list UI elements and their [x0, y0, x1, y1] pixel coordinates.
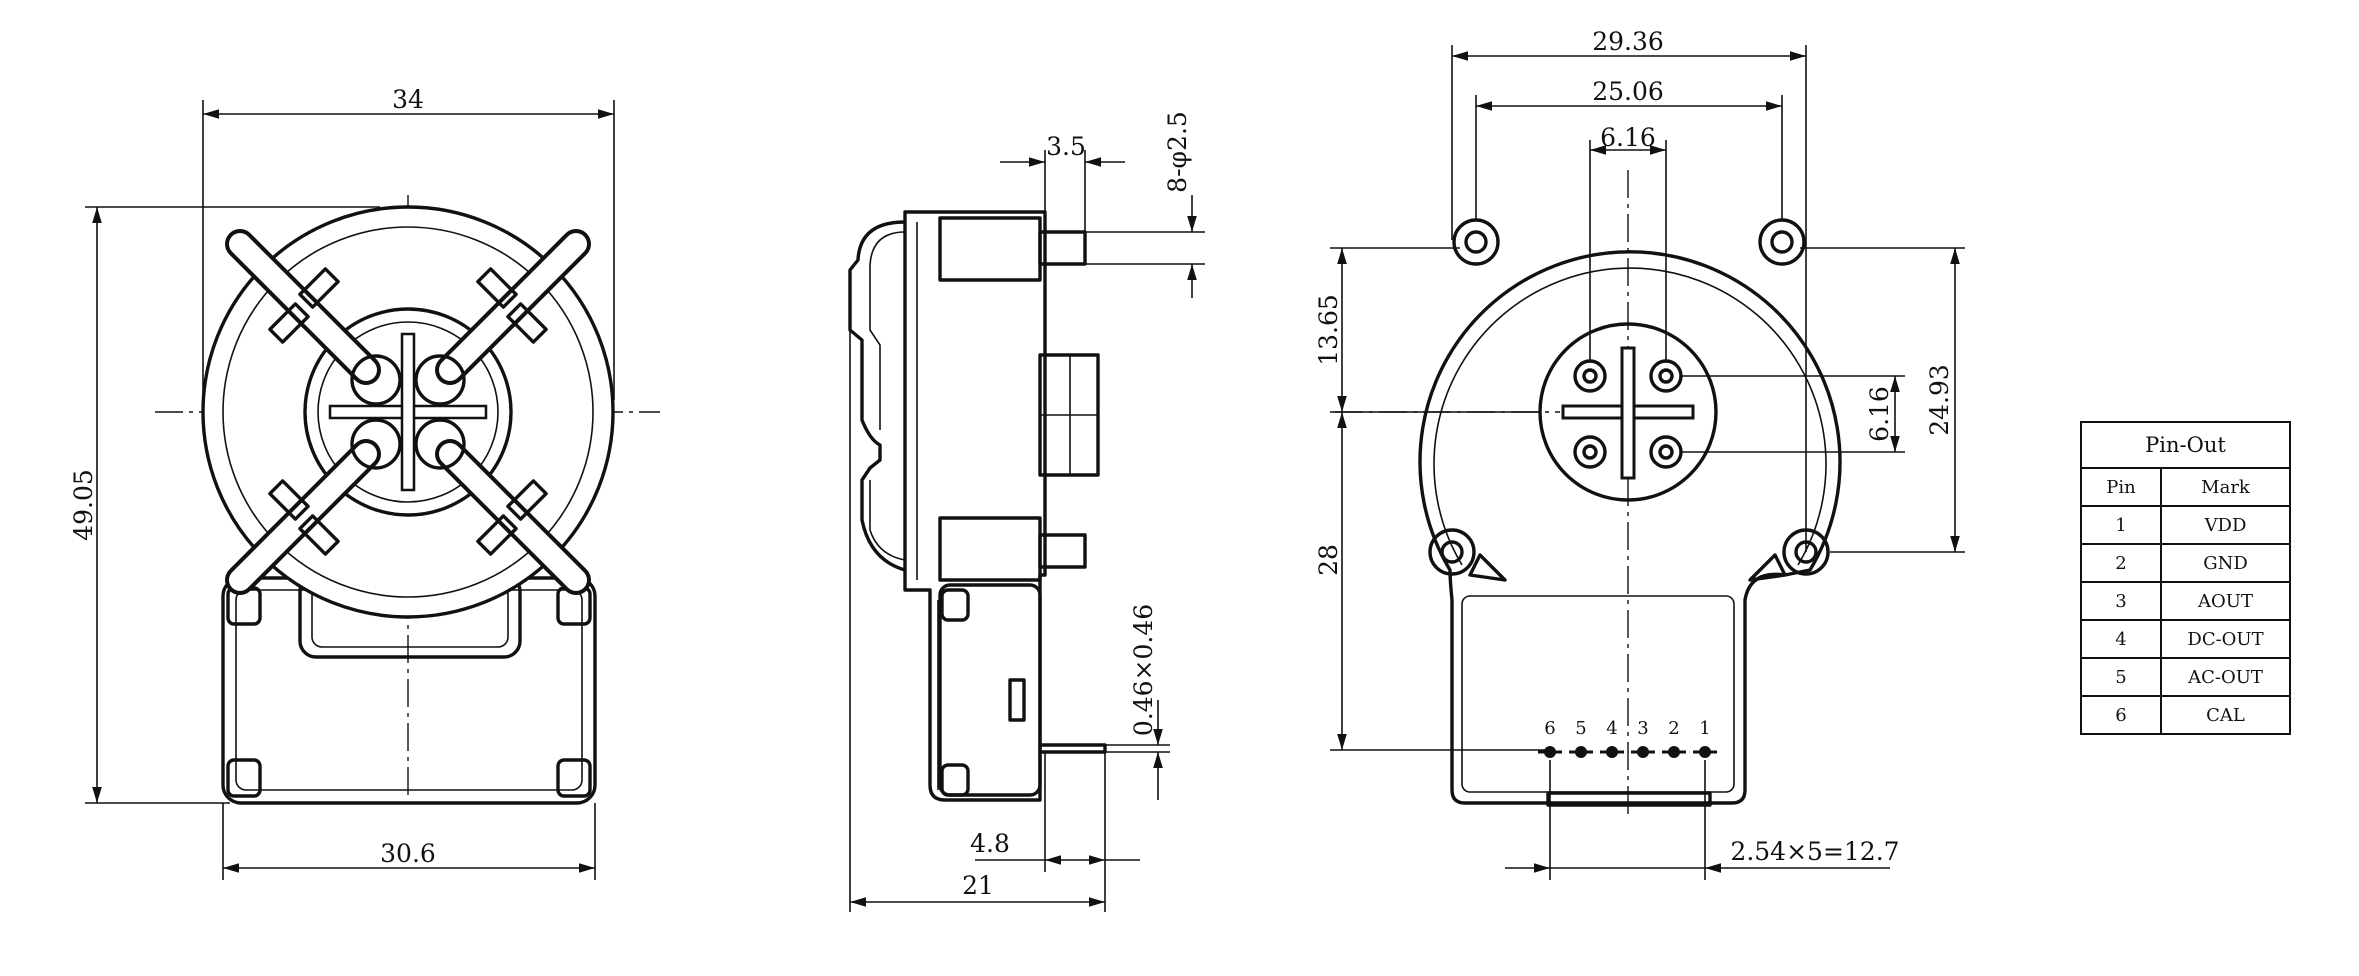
front-core-ring: [303, 307, 513, 517]
side-mount-pin-top: [1038, 230, 1087, 266]
rear-lug-tr: [1758, 218, 1806, 266]
rear-dim-outer-holes: 29.36: [1592, 27, 1664, 56]
rear-pin-label: 2: [1668, 718, 1679, 739]
front-core-ring-inner: [317, 321, 499, 503]
table-row: 3 AOUT: [2080, 581, 2291, 621]
pinout-header-pin: Pin: [2080, 467, 2162, 507]
table-row: 2 GND: [2080, 543, 2291, 583]
front-dim-width-top: 34: [392, 85, 424, 114]
side-dim-pin-section: 0.46×0.46: [1129, 604, 1158, 736]
rear-pin-label: 4: [1606, 718, 1617, 739]
table-row: 4 DC-OUT: [2080, 619, 2291, 659]
side-latch: [1008, 678, 1026, 722]
front-lower-body-inner: [235, 589, 583, 791]
rear-dim-hole-span: 24.93: [1925, 364, 1954, 436]
front-center-cross: [328, 332, 488, 492]
pinout-pin: 2: [2080, 543, 2162, 583]
rear-dim-center-holes-vertical: 6.16: [1865, 386, 1894, 442]
pinout-mark: DC-OUT: [2160, 619, 2291, 659]
side-terminal-pin: [1038, 743, 1107, 754]
rear-dim-pin-pitch: 2.54×5=12.7: [1730, 837, 1899, 866]
front-spokes: [225, 229, 591, 595]
pinout-mark: CAL: [2160, 695, 2291, 735]
front-corner-tab-bl: [226, 758, 262, 798]
side-lower-box: [938, 583, 1042, 797]
side-rear-bump: [848, 220, 907, 572]
pinout-mark: AOUT: [2160, 581, 2291, 621]
rear-pin-label: 3: [1637, 718, 1648, 739]
rear-pins: 6 5 4 3 2 1: [1538, 718, 1717, 758]
front-corner-tab-br: [556, 758, 592, 798]
front-dim-height: 49.05: [69, 469, 98, 541]
pinout-pin: 4: [2080, 619, 2162, 659]
rear-pin-label: 1: [1699, 718, 1710, 739]
table-row: 5 AC-OUT: [2080, 657, 2291, 697]
rear-pin-label: 5: [1575, 718, 1586, 739]
pinout-pin: 3: [2080, 581, 2162, 621]
side-mount-pin-bottom: [1038, 533, 1087, 569]
front-view: 34 49.05 30.6: [69, 85, 660, 880]
rear-outline: [1418, 250, 1842, 805]
rear-view: 6 5 4 3 2 1 29.36 25.06 6.16 13.65 28: [1314, 27, 1965, 880]
rear-dim-upper-height: 13.65: [1314, 294, 1343, 366]
side-dim-pin-offset: 3.5: [1046, 132, 1086, 161]
rear-dim-center-holes: 6.16: [1600, 123, 1656, 152]
pinout-header-mark: Mark: [2160, 467, 2291, 507]
front-spoke-slots: [268, 267, 548, 556]
rear-dim-inner-holes: 25.06: [1592, 77, 1664, 106]
side-flange-top: [938, 216, 1042, 282]
table-row: 1 VDD: [2080, 505, 2291, 545]
side-dim-hole: 8-φ2.5: [1163, 111, 1192, 193]
side-flange-bottom: [938, 516, 1042, 582]
front-dim-width-bottom: 30.6: [380, 839, 436, 868]
rear-lug-tl: [1452, 218, 1500, 266]
rear-dim-lower-height: 28: [1314, 544, 1343, 576]
rear-connector-slot: [1546, 791, 1712, 807]
pinout-pin: 6: [2080, 695, 2162, 735]
side-dim-depth: 21: [962, 871, 994, 900]
rear-lug-bl: [1428, 528, 1476, 576]
pinout-table: Pin-Out Pin Mark 1 VDD 2 GND 3 AOUT 4 DC…: [2080, 421, 2291, 735]
pinout-title: Pin-Out: [2080, 421, 2291, 469]
pinout-mark: AC-OUT: [2160, 657, 2291, 697]
pinout-pin: 5: [2080, 657, 2162, 697]
side-view: 3.5 8-φ2.5 0.46×0.46 4.8 21: [848, 111, 1205, 912]
side-dim-pin-length: 4.8: [970, 829, 1010, 858]
table-row: 6 CAL: [2080, 695, 2291, 735]
rear-pin-label: 6: [1544, 718, 1555, 739]
pinout-pin: 1: [2080, 505, 2162, 545]
pinout-mark: GND: [2160, 543, 2291, 583]
front-outer-ring-inner: [222, 226, 594, 598]
pinout-mark: VDD: [2160, 505, 2291, 545]
